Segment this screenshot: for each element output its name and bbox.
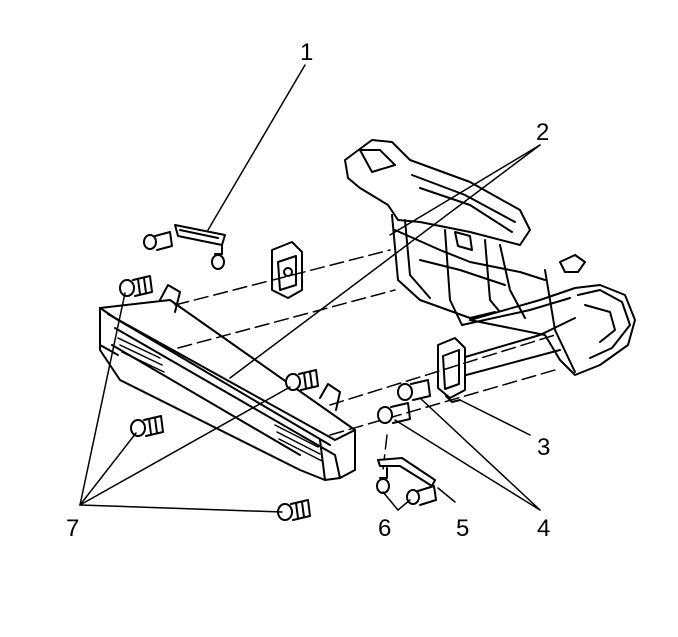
callout-3: 3	[537, 434, 550, 461]
leader-3	[459, 399, 531, 436]
bumper-impact-bar	[99, 284, 356, 481]
bolt-item-7-d	[277, 499, 311, 521]
right-mounting-bracket	[437, 337, 466, 403]
callout-7: 7	[66, 515, 79, 542]
leader-6b	[397, 499, 411, 511]
bolt-item-4-lower	[377, 402, 411, 424]
callout-5: 5	[456, 515, 469, 542]
leader-6a	[382, 491, 399, 511]
left-mounting-bracket	[271, 241, 303, 299]
bolt-item-7-c	[130, 415, 164, 437]
bolt-item-4-upper	[397, 379, 431, 401]
right-strap-item-5	[376, 457, 437, 506]
bolt-item-7-a	[119, 275, 153, 297]
leader-7b	[79, 386, 291, 506]
leader-lines	[79, 64, 541, 513]
callout-1: 1	[300, 39, 313, 66]
callout-6: 6	[378, 515, 391, 542]
vehicle-frame	[344, 139, 636, 379]
callout-2: 2	[536, 119, 549, 146]
leader-2b	[229, 144, 541, 379]
callout-4: 4	[537, 515, 550, 542]
leader-5	[437, 487, 456, 503]
bolt-item-7-b	[285, 369, 319, 391]
leader-4b	[394, 419, 541, 511]
left-strap-item-1	[143, 224, 226, 270]
leader-1	[207, 64, 306, 231]
leader-7d	[79, 504, 283, 513]
leader-2	[389, 144, 541, 236]
leader-7a	[79, 292, 126, 506]
leader-4a	[419, 397, 541, 511]
leader-7c	[79, 432, 137, 506]
